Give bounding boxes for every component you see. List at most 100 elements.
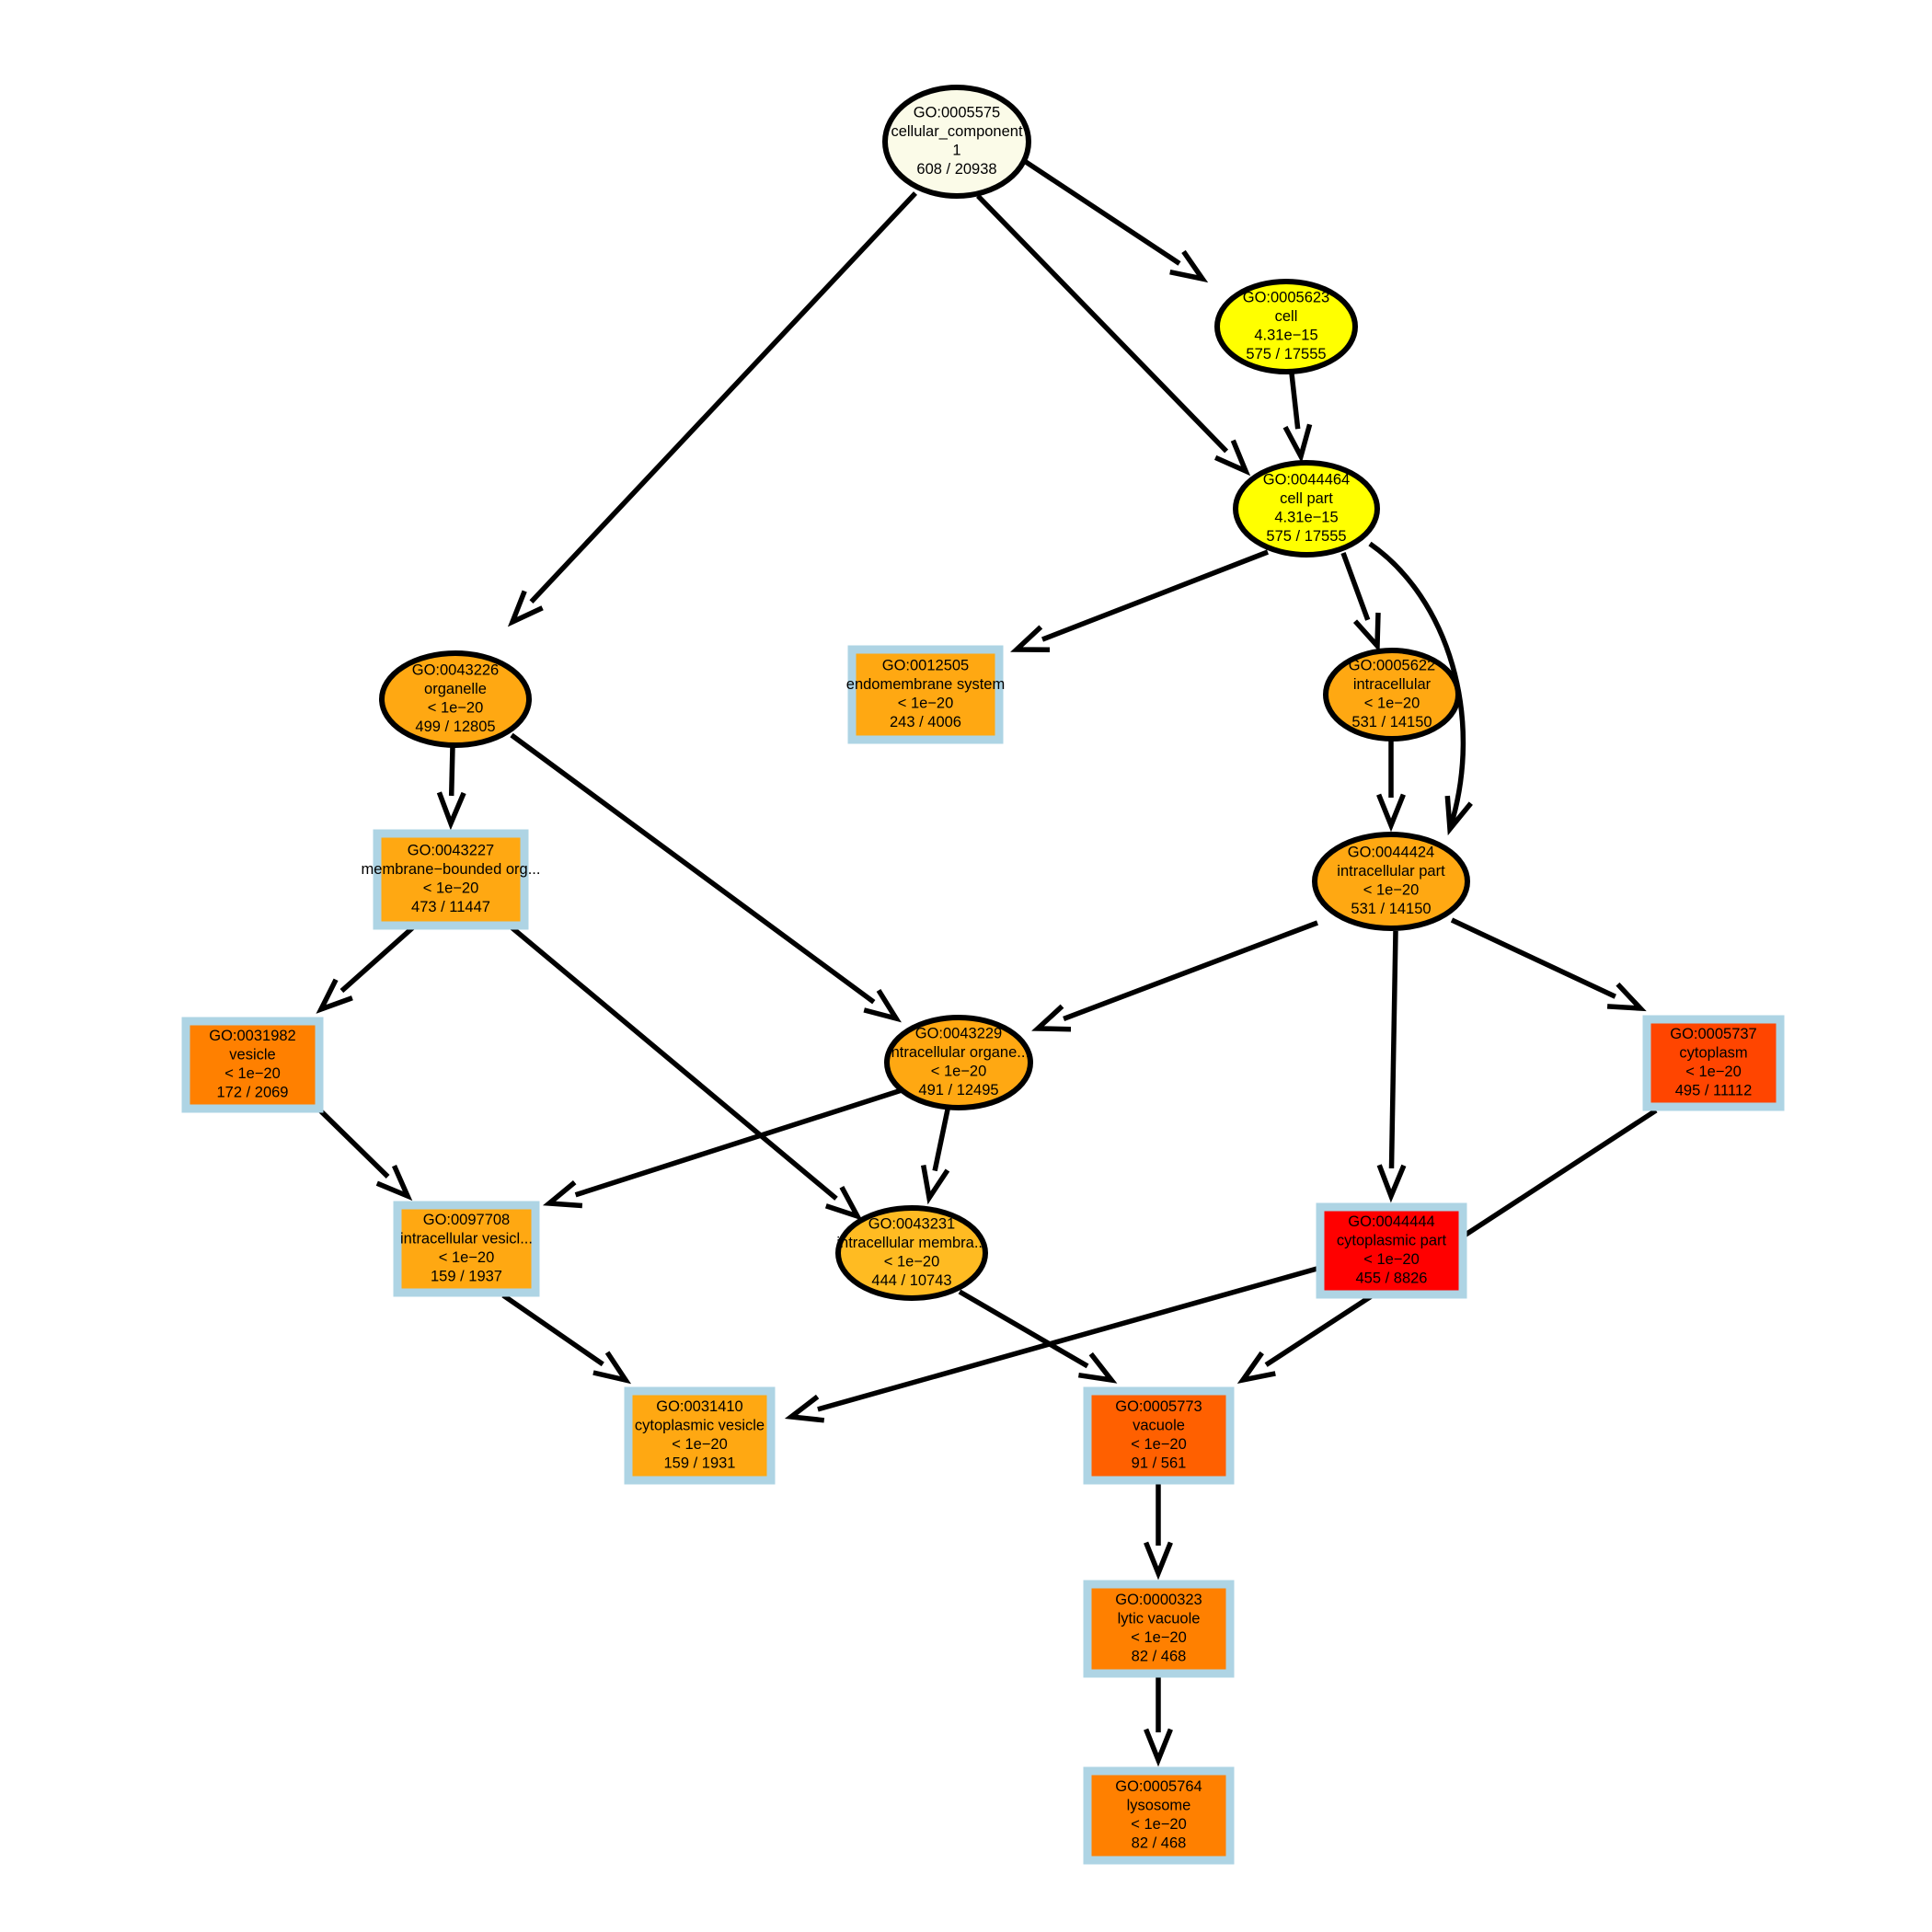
go-counts-label: 499 / 12805 <box>415 719 495 735</box>
go-term-name-label: cellular_component <box>891 123 1023 140</box>
graph-edge <box>1031 920 1318 1032</box>
go-id-label: GO:0005575 <box>914 105 1001 121</box>
arrowhead-icon <box>1077 1351 1118 1384</box>
node-box-shape <box>1083 1580 1235 1678</box>
go-counts-label: 444 / 10743 <box>871 1272 951 1289</box>
graph-edge <box>316 925 415 1014</box>
go-id-label: GO:0097708 <box>423 1212 511 1228</box>
graph-edge <box>510 732 902 1023</box>
go-counts-label: 608 / 20938 <box>916 161 996 178</box>
arrowhead-icon <box>824 1185 863 1221</box>
arrowhead-icon <box>1010 625 1051 653</box>
arrowhead-icon <box>1031 1004 1072 1032</box>
arrowhead-icon <box>436 791 466 831</box>
graph-edge <box>1021 157 1209 283</box>
arrowhead-icon <box>863 988 902 1023</box>
go-term-name-label: cell <box>1275 308 1298 325</box>
node-box-shape <box>1642 1015 1785 1111</box>
edges-layer <box>316 157 1658 1767</box>
arrowhead-icon <box>1606 982 1647 1012</box>
go-term-node[interactable]: GO:0043229 intracellular organe... < 1e−20… <box>884 1015 1033 1110</box>
node-box-shape <box>1316 1202 1467 1299</box>
go-term-name-label: lysosome <box>1127 1798 1191 1814</box>
go-id-label: GO:0043229 <box>915 1026 1003 1042</box>
go-counts-label: 531 / 14150 <box>1351 714 1432 730</box>
graph-edge <box>507 191 918 627</box>
go-term-name-label: vacuole <box>1133 1418 1185 1434</box>
go-term-name-label: intracellular membra... <box>836 1235 986 1251</box>
go-id-label: GO:0005737 <box>1670 1026 1757 1042</box>
go-pvalue-label: < 1e−20 <box>898 696 954 712</box>
arrowhead-icon <box>1444 795 1473 836</box>
arrowhead-icon <box>375 1164 413 1202</box>
go-id-label: GO:0043227 <box>408 843 495 859</box>
go-id-label: GO:0000323 <box>1115 1592 1202 1608</box>
go-id-label: GO:0031982 <box>209 1028 296 1044</box>
node-ellipse-shape <box>1233 460 1380 558</box>
arrowhead-icon <box>542 1179 583 1209</box>
go-pvalue-label: < 1e−20 <box>1364 696 1420 712</box>
arrowhead-icon <box>1236 1351 1276 1385</box>
arrowhead-icon <box>1376 793 1406 833</box>
go-term-name-label: endomembrane system <box>846 676 1005 693</box>
go-pvalue-label: < 1e−20 <box>1131 1816 1187 1833</box>
go-counts-label: 91 / 561 <box>1132 1455 1187 1472</box>
go-pvalue-label: < 1e−20 <box>1131 1436 1187 1453</box>
node-ellipse-shape <box>882 85 1031 199</box>
node-box-shape <box>624 1386 776 1485</box>
go-counts-label: 455 / 8826 <box>1356 1271 1428 1287</box>
go-term-name-label: cytoplasmic vesicle <box>635 1418 765 1434</box>
node-box-shape <box>1083 1386 1235 1485</box>
node-ellipse-shape <box>379 650 532 748</box>
graph-edge <box>510 925 863 1221</box>
arrowhead-icon <box>316 978 353 1014</box>
go-term-name-label: cell part <box>1280 490 1333 507</box>
go-counts-label: 531 / 14150 <box>1351 901 1431 917</box>
go-term-name-label: lytic vacuole <box>1118 1611 1201 1627</box>
graph-edge <box>1368 541 1473 836</box>
go-counts-label: 491 / 12495 <box>918 1082 998 1098</box>
graph-edge <box>1340 552 1381 652</box>
go-pvalue-label: < 1e−20 <box>439 1249 495 1266</box>
go-counts-label: 172 / 2069 <box>217 1085 289 1101</box>
graph-edge <box>1010 549 1269 653</box>
go-counts-label: 159 / 1937 <box>431 1269 502 1285</box>
go-id-label: GO:0044444 <box>1348 1213 1435 1230</box>
arrowhead-icon <box>1169 249 1209 283</box>
graph-edge <box>1144 1483 1173 1581</box>
arrowhead-icon <box>1144 1728 1173 1767</box>
arrowhead-icon <box>1213 439 1251 477</box>
go-id-label: GO:0044464 <box>1263 472 1351 489</box>
arrowhead-icon <box>592 1351 632 1385</box>
node-ellipse-shape <box>835 1205 988 1301</box>
arrowhead-icon <box>507 590 544 627</box>
go-pvalue-label: < 1e−20 <box>931 1064 987 1080</box>
go-id-label: GO:0005623 <box>1243 290 1330 306</box>
arrowhead-icon <box>784 1394 825 1423</box>
go-term-name-label: intracellular organe... <box>888 1044 1029 1061</box>
node-box-shape <box>847 645 1004 744</box>
go-counts-label: 575 / 17555 <box>1246 346 1326 362</box>
node-ellipse-shape <box>1214 279 1358 374</box>
node-ellipse-shape <box>884 1015 1033 1110</box>
graph-edge <box>958 1289 1118 1384</box>
go-counts-label: 82 / 468 <box>1132 1835 1187 1852</box>
